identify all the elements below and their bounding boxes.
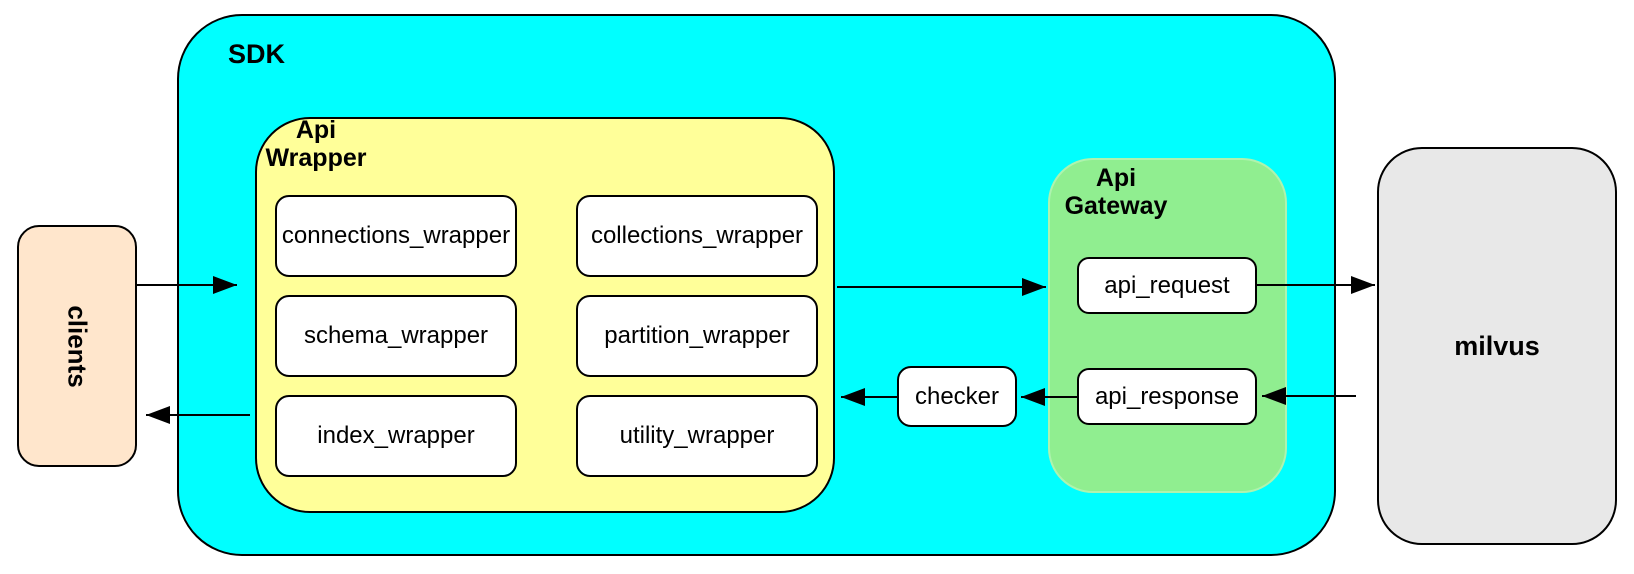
schema-wrapper-label: schema_wrapper <box>303 322 489 349</box>
schema-wrapper-node: schema_wrapper <box>275 295 517 377</box>
api-wrapper-label: Api Wrapper <box>265 116 367 172</box>
api-gateway-label: Api Gateway <box>1064 164 1168 220</box>
checker-node: checker <box>897 366 1017 427</box>
index-wrapper-node: index_wrapper <box>275 395 517 477</box>
collections-wrapper-node: collections_wrapper <box>576 195 818 277</box>
api-request-label: api_request <box>1104 271 1230 299</box>
api-request-node: api_request <box>1077 257 1257 314</box>
connections-wrapper-node: connections_wrapper <box>275 195 517 277</box>
utility-wrapper-label: utility_wrapper <box>619 422 775 449</box>
partition-wrapper-label: partition_wrapper <box>604 322 790 349</box>
milvus-node: milvus <box>1377 147 1617 545</box>
api-response-label: api_response <box>1094 382 1240 410</box>
collections-wrapper-label: collections_wrapper <box>590 222 804 249</box>
partition-wrapper-node: partition_wrapper <box>576 295 818 377</box>
sdk-label: SDK <box>228 39 286 69</box>
utility-wrapper-node: utility_wrapper <box>576 395 818 477</box>
index-wrapper-label: index_wrapper <box>317 422 475 449</box>
clients-node: clients <box>17 225 137 467</box>
api-gateway-container <box>1048 158 1287 493</box>
checker-label: checker <box>914 382 1000 410</box>
connections-wrapper-label: connections_wrapper <box>281 222 511 249</box>
clients-label: clients <box>62 304 93 388</box>
milvus-label: milvus <box>1454 330 1540 361</box>
api-response-node: api_response <box>1077 368 1257 425</box>
